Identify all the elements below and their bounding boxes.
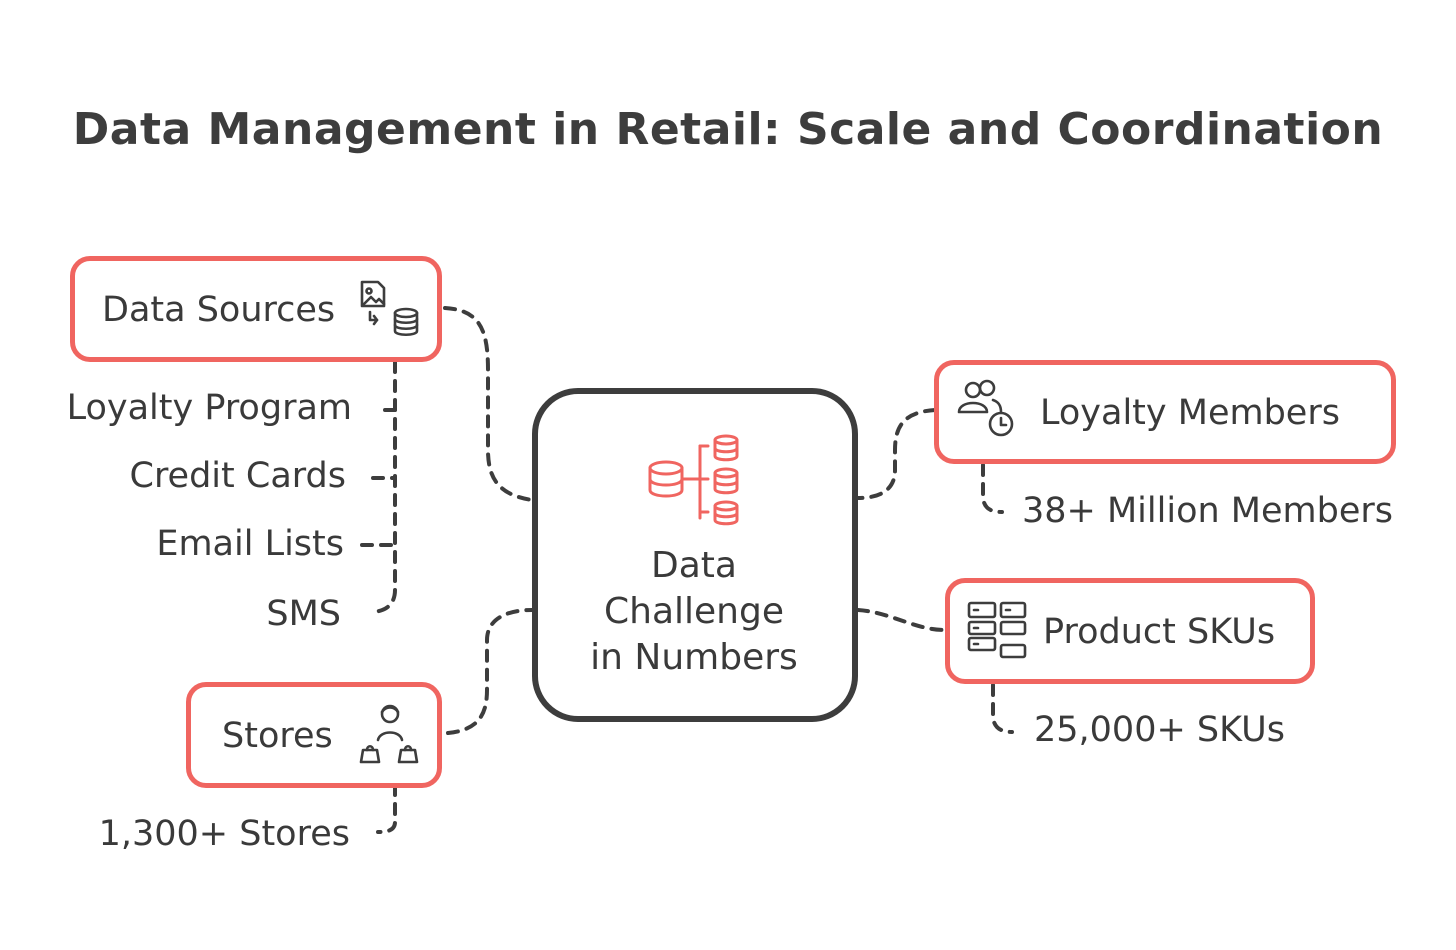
- database-hierarchy-icon: [648, 434, 739, 526]
- product-skus-detail: 25,000+ SKUs: [1034, 710, 1285, 750]
- stores-detail: 1,300+ Stores: [98, 814, 350, 854]
- center-label-line1: Data: [651, 545, 737, 586]
- connector-loyalty-detail: [981, 463, 1004, 514]
- connector-loyalty-members: [856, 408, 937, 500]
- data-sources-node[interactable]: [70, 256, 442, 362]
- source-item-email-lists: Email Lists: [156, 524, 344, 564]
- source-item-credit-cards: Credit Cards: [129, 456, 347, 496]
- center-label: Data Challenge in Numbers: [534, 543, 854, 681]
- center-label-line3: in Numbers: [590, 637, 798, 678]
- loyalty-members-node[interactable]: [934, 360, 1396, 464]
- connector-data-sources: [443, 306, 534, 502]
- connector-stores-detail: [376, 783, 397, 834]
- product-skus-node[interactable]: [945, 578, 1315, 684]
- connector-product-skus: [856, 608, 947, 632]
- users-clock-icon: [957, 379, 1014, 437]
- connector-stores: [446, 608, 534, 735]
- connector-skus-detail: [991, 683, 1014, 734]
- loyalty-members-detail: 38+ Million Members: [1022, 491, 1394, 531]
- data-sources-label: Data Sources: [102, 290, 336, 330]
- source-item-sms: SMS: [266, 594, 341, 634]
- image-to-database-icon: [360, 280, 419, 337]
- loyalty-members-label: Loyalty Members: [1040, 393, 1340, 433]
- stores-label: Stores: [222, 716, 333, 756]
- center-label-line2: Challenge: [604, 591, 784, 632]
- product-grid-icon: [967, 601, 1027, 659]
- center-node[interactable]: [532, 388, 858, 722]
- diagram-title: Data Management in Retail: Scale and Coo…: [72, 104, 1384, 155]
- connector-sources-list: [368, 360, 397, 614]
- shopper-bags-icon: [359, 704, 419, 764]
- source-item-loyalty-program: Loyalty Program: [66, 388, 352, 428]
- product-skus-label: Product SKUs: [1043, 612, 1276, 652]
